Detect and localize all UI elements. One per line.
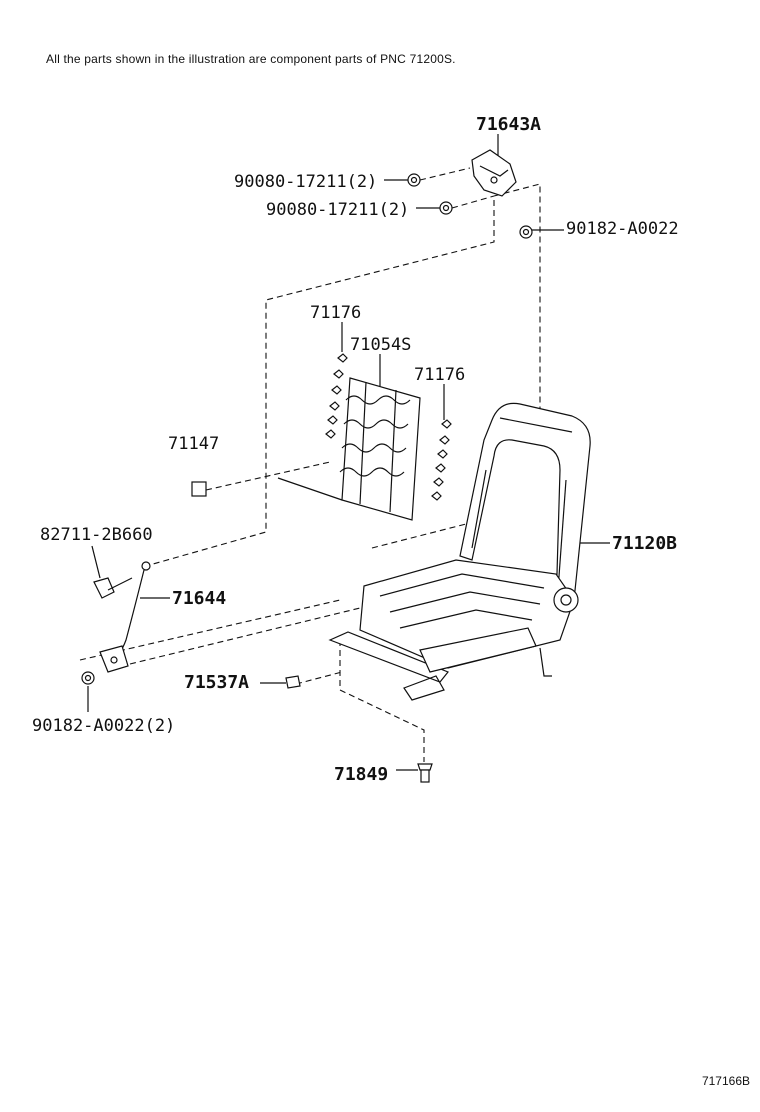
label-71147[interactable]: 71147: [168, 434, 219, 454]
label-82711-2B660[interactable]: 82711-2B660: [40, 525, 153, 545]
part-71120B-seat-frame[interactable]: [328, 402, 591, 701]
label-71537A[interactable]: 71537A: [184, 672, 249, 693]
part-71644-cable[interactable]: [99, 561, 151, 673]
nut-90080-b[interactable]: [439, 201, 453, 215]
dashed-guides: [79, 167, 541, 762]
label-71176-b[interactable]: 71176: [414, 365, 465, 385]
label-71176-a[interactable]: 71176: [310, 303, 361, 323]
diagram-reference-code: 717166B: [701, 1074, 750, 1088]
label-71644[interactable]: 71644: [172, 588, 226, 609]
part-71054S-spring-mat[interactable]: [277, 377, 421, 521]
clips-71176-right[interactable]: [431, 419, 452, 501]
label-90182-A0022-bottom[interactable]: 90182-A0022(2): [32, 716, 175, 736]
label-90080-17211-a[interactable]: 90080-17211(2): [234, 172, 377, 192]
label-71054S[interactable]: 71054S: [350, 335, 411, 355]
part-71849-bolt[interactable]: [417, 763, 433, 783]
part-71643A-bracket[interactable]: [471, 149, 517, 197]
nut-90182-bottom[interactable]: [81, 671, 95, 685]
clips-71176-left[interactable]: [325, 353, 348, 439]
nut-90182-top[interactable]: [519, 225, 533, 239]
label-71643A[interactable]: 71643A: [476, 114, 541, 135]
label-71849[interactable]: 71849: [334, 764, 388, 785]
part-71537A-cap[interactable]: [285, 675, 301, 689]
part-71147-pad[interactable]: [191, 481, 207, 497]
illustration-note: All the parts shown in the illustration …: [46, 52, 456, 66]
label-71120B[interactable]: 71120B: [612, 533, 677, 554]
label-90182-A0022-top[interactable]: 90182-A0022: [566, 219, 679, 239]
part-82711-connector[interactable]: [93, 577, 133, 599]
label-90080-17211-b[interactable]: 90080-17211(2): [266, 200, 409, 220]
leader-lines: [87, 134, 610, 771]
nut-90080-a[interactable]: [407, 173, 421, 187]
